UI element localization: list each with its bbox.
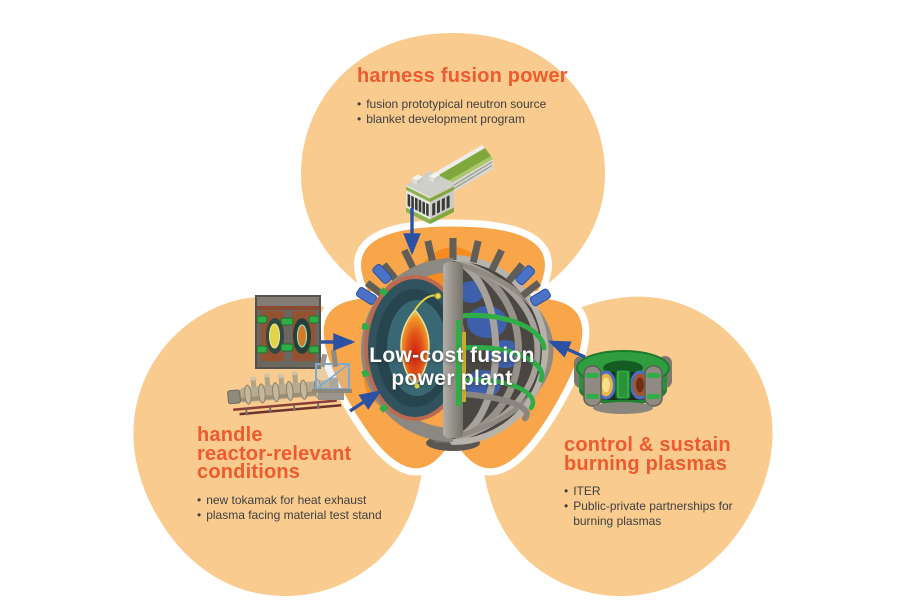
iter-tokamak-illustration [574, 350, 672, 414]
bullet-item: plasma facing material test stand [197, 508, 447, 523]
lobe-harness-fusion-power: harness fusion power fusion prototypical… [357, 66, 637, 127]
center-label-line2: power plant [391, 367, 513, 390]
green-rim-tabs [361, 287, 389, 413]
center-label-line1: Low-cost fusion [369, 344, 535, 367]
bullet-item: fusion prototypical neutron source [357, 97, 637, 112]
rooftop-box [412, 172, 440, 185]
lobe-title-right: control & sustain burning plasmas [564, 434, 731, 475]
neutron-source-building-illustration [406, 145, 493, 225]
fusion-power-plant-illustration [356, 238, 554, 451]
linear-plasma-device-illustration [227, 349, 352, 416]
bullet-item: Public-private partnerships for burning … [564, 499, 764, 529]
arrow-right-icon [547, 340, 586, 359]
scaffold-frame [312, 349, 352, 400]
arrow-lower-left-icon [349, 390, 382, 413]
lobe-bullets-right: ITER Public-private partnerships for bur… [564, 484, 764, 529]
bullet-item: blanket development program [357, 112, 637, 127]
lobe-title-left: handle reactor-relevant conditions [197, 424, 352, 483]
lobe-bullets-top: fusion prototypical neutron source blank… [357, 97, 637, 127]
bullet-item: new tokamak for heat exhaust [197, 493, 447, 508]
lobe-handle-reactor-relevant-conditions: handle reactor-relevant conditions new t… [197, 424, 447, 523]
compact-tokamak-cross-section-illustration [255, 295, 321, 369]
lobe-control-sustain-burning-plasmas: control & sustain burning plasmas ITER P… [564, 434, 764, 529]
flow-arrows [321, 208, 586, 413]
bullet-item: ITER [564, 484, 764, 499]
center-label: Low-cost fusion power plant [342, 344, 562, 390]
blue-ports [356, 263, 551, 307]
lobe-title-top: harness fusion power [357, 65, 568, 87]
lobe-bullets-left: new tokamak for heat exhaust plasma faci… [197, 493, 447, 523]
